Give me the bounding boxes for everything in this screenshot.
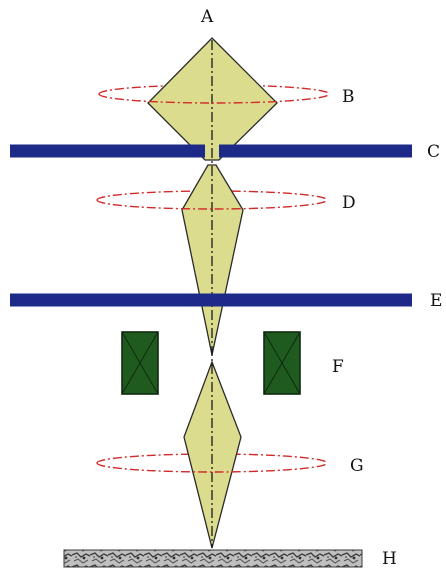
coil-right: [263, 331, 301, 395]
label-h: H: [382, 549, 397, 569]
ring-g-back: [96, 453, 328, 464]
sample-h: [63, 549, 363, 568]
coil-left: [121, 331, 159, 395]
label-f: F: [332, 357, 344, 377]
label-e: E: [430, 291, 442, 311]
label-g: G: [350, 456, 364, 476]
ring-g-front: [96, 462, 328, 473]
label-b: B: [342, 87, 355, 107]
ring-b-back: [98, 84, 330, 95]
label-a: A: [200, 7, 214, 27]
ring-d-back: [96, 190, 328, 201]
label-c: C: [427, 142, 440, 162]
ring-d-front: [96, 199, 328, 210]
ring-b-front: [98, 93, 330, 104]
label-d: D: [342, 193, 356, 213]
